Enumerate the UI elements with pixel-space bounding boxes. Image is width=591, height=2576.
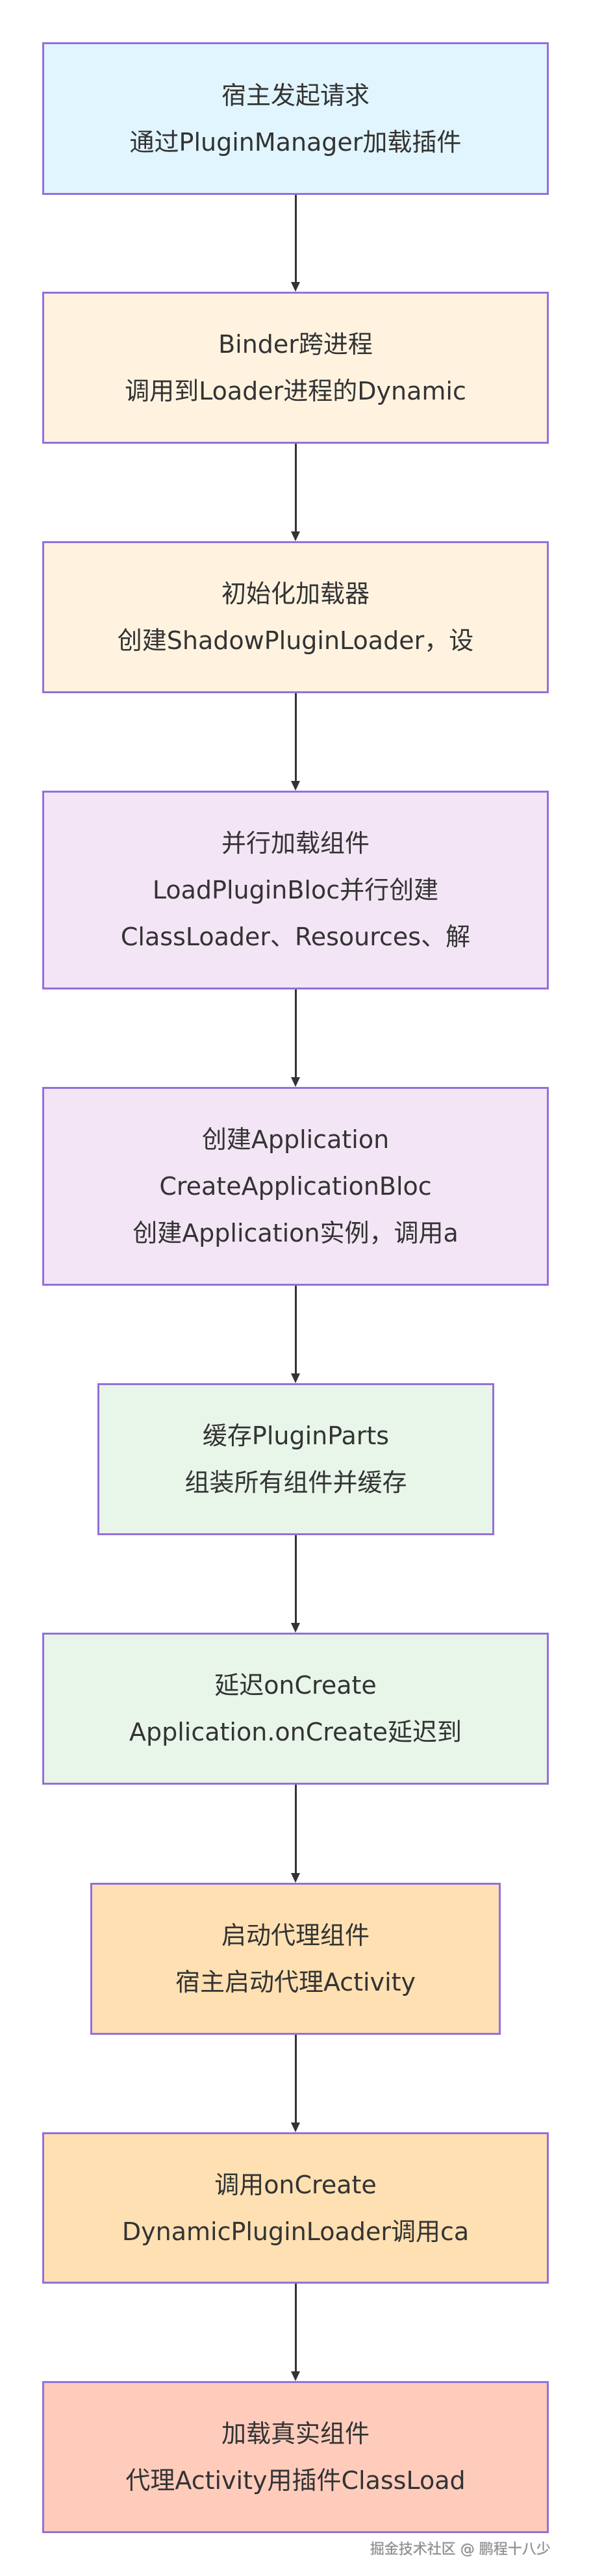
arrow-down-icon <box>291 781 300 791</box>
flow-node-8: 启动代理组件宿主启动代理Activity <box>90 1883 501 2035</box>
node-title: Binder跨进程 <box>218 330 373 359</box>
node-description: 创建ShadowPluginLoader，设 <box>117 626 474 655</box>
flow-node-2: Binder跨进程调用到Loader进程的Dynamic <box>42 292 549 444</box>
node-title: 初始化加载器 <box>221 580 370 608</box>
node-title: 缓存PluginParts <box>202 1422 390 1450</box>
arrow-down-icon <box>291 531 300 541</box>
node-description: ClassLoader、Resources、解 <box>120 923 471 951</box>
edge-arrow-line <box>295 989 297 1078</box>
node-description: 调用到Loader进程的Dynamic <box>125 377 466 405</box>
watermark: 掘金技术社区 @ 鹏程十八少 <box>370 2542 551 2558</box>
node-description: CreateApplicationBloc <box>159 1172 432 1201</box>
node-description: 宿主启动代理Activity <box>175 1968 416 1996</box>
arrow-down-icon <box>291 1077 300 1087</box>
node-title: 调用onCreate <box>214 2170 377 2199</box>
node-title: 宿主发起请求 <box>221 81 370 110</box>
edge-arrow-line <box>295 693 297 782</box>
edge-arrow-line <box>295 2284 297 2372</box>
node-label: 缓存PluginParts 组装所有组件并缓存 <box>102 1412 490 1506</box>
node-description: DynamicPluginLoader调用ca <box>121 2217 470 2246</box>
arrow-down-icon <box>291 282 300 292</box>
edge-arrow-line <box>295 1286 297 1374</box>
arrow-down-icon <box>291 1873 300 1883</box>
flow-node-4: 并行加载组件 LoadPluginBloc并行创建 ClassLoader、Reso… <box>42 791 549 989</box>
flow-node-1: 宿主发起请求通过PluginManager加载插件 <box>42 42 549 195</box>
arrow-down-icon <box>291 1373 300 1383</box>
flow-node-10: 加载真实组件代理Activity用插件ClassLoad <box>42 2381 549 2533</box>
edge-arrow-line <box>295 1535 297 1624</box>
node-description: 组装所有组件并缓存 <box>184 1468 407 1497</box>
edge-arrow-line <box>295 2035 297 2123</box>
node-title: 创建Application <box>201 1125 390 1154</box>
arrow-down-icon <box>291 2123 300 2132</box>
edge-arrow-line <box>295 444 297 532</box>
node-title: 启动代理组件 <box>221 1921 370 1950</box>
node-description: 通过PluginManager加载插件 <box>129 127 462 157</box>
flow-node-6: 缓存PluginParts 组装所有组件并缓存 <box>97 1383 494 1535</box>
edge-arrow-line <box>295 195 297 283</box>
node-label: Binder跨进程调用到Loader进程的Dynamic <box>102 321 490 414</box>
node-title: 加载真实组件 <box>221 2419 370 2448</box>
node-title: 延迟onCreate <box>214 1671 377 1700</box>
node-title: 并行加载组件 <box>221 829 370 858</box>
edge-arrow-line <box>295 1785 297 1874</box>
arrow-down-icon <box>291 2371 300 2381</box>
node-label: 启动代理组件宿主启动代理Activity <box>102 1912 490 2006</box>
node-description: Application.onCreate延迟到 <box>129 1718 462 1746</box>
node-description: 代理Activity用插件ClassLoad <box>125 2466 466 2495</box>
node-description: LoadPluginBloc并行创建 <box>152 876 439 904</box>
node-label: 加载真实组件代理Activity用插件ClassLoad <box>102 2410 490 2504</box>
node-description: 创建Application实例，调用a <box>132 1219 459 1247</box>
node-label: 并行加载组件 LoadPluginBloc并行创建 ClassLoader、Reso… <box>102 820 490 960</box>
node-label: 宿主发起请求通过PluginManager加载插件 <box>102 72 490 166</box>
flow-node-3: 初始化加载器创建ShadowPluginLoader，设 <box>42 541 549 693</box>
node-label: 初始化加载器创建ShadowPluginLoader，设 <box>102 570 490 664</box>
arrow-down-icon <box>291 1623 300 1633</box>
